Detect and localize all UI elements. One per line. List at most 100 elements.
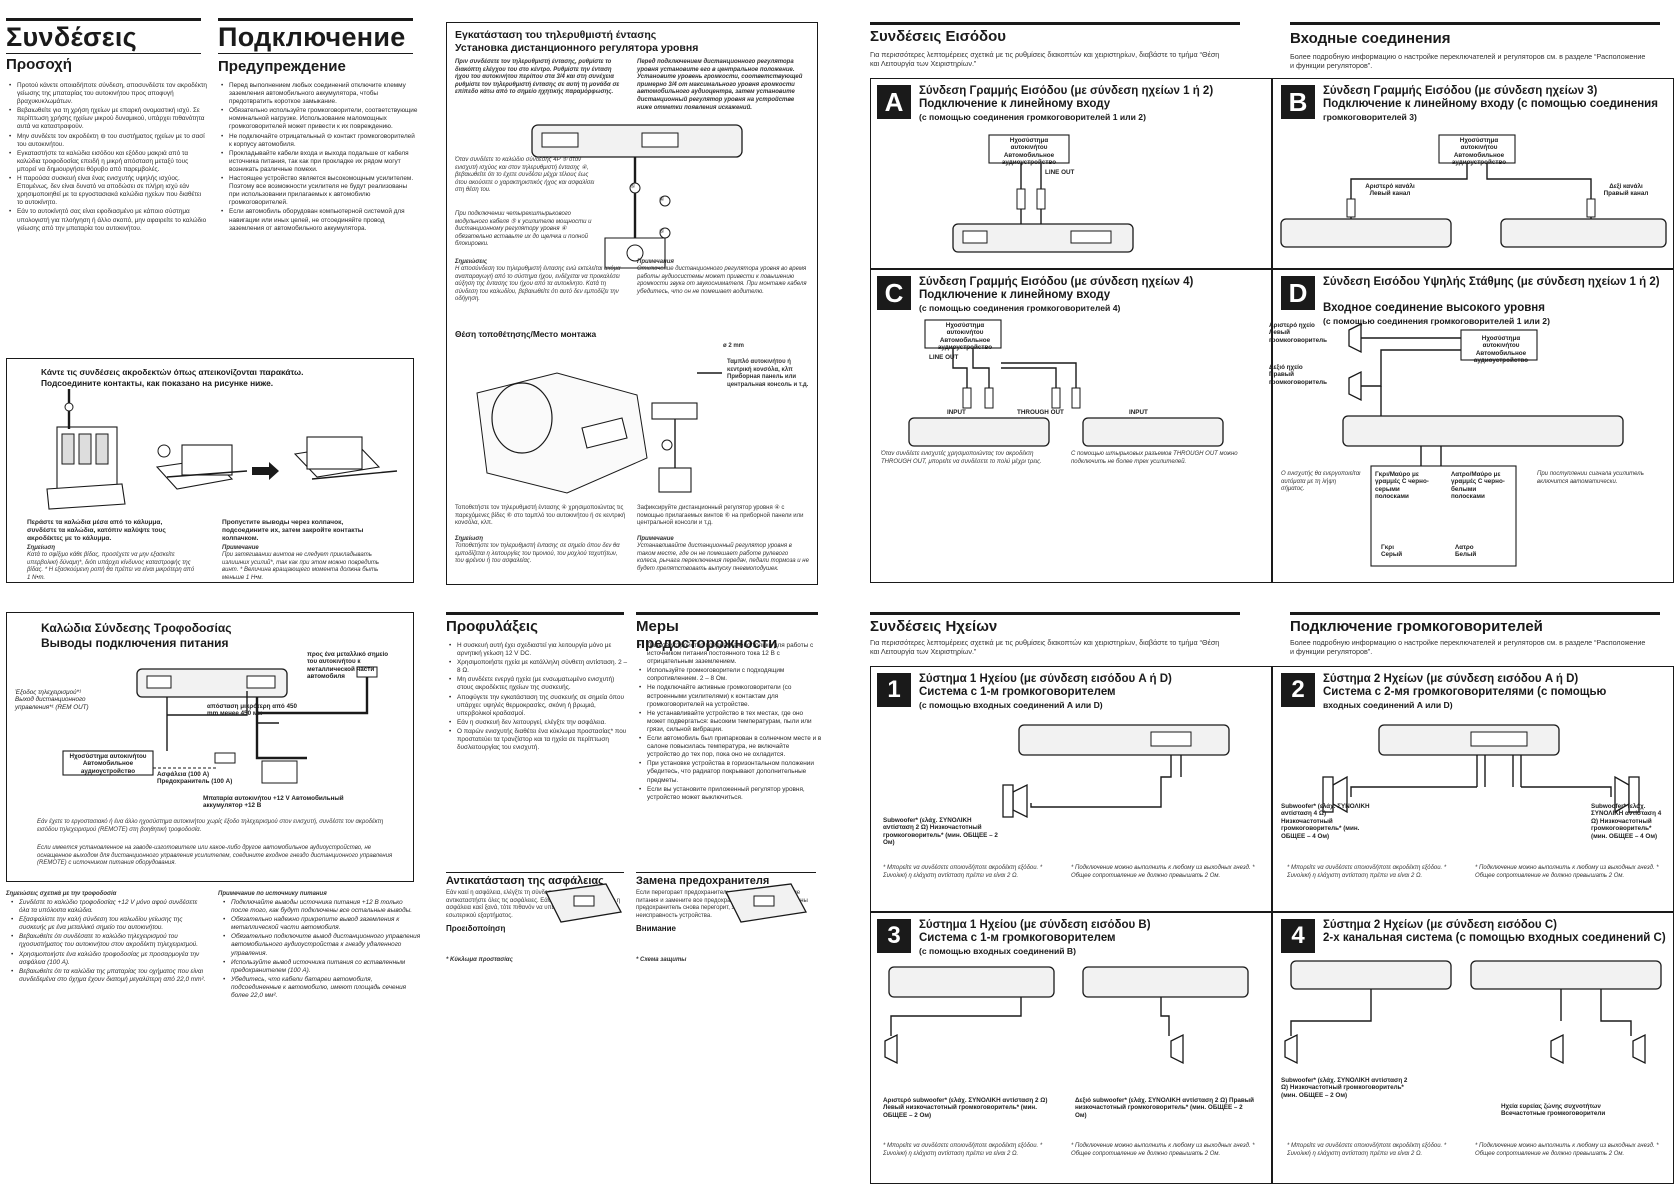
subtitle-rule [218,53,413,54]
headunit-label: Ηχοσύστημα αυτοκινήτου Автомобильное ауд… [937,322,993,352]
power-notes-title-russian: Примечание по источнику питания [218,891,327,897]
panel-c-title-greek: Σύνδεση Γραμμής Εισόδου (με σύνδεση ηχεί… [919,276,1194,288]
power-notes-greek: Συνδέστε το καλώδιο τροφοδοσίας +12 V μό… [10,899,209,985]
panel-c-title-russian: Подключение к линейному входу [919,289,1111,301]
terminal-connection-box: Κάντε τις συνδέσεις ακροδεκτών όπως απει… [6,358,414,583]
annotation-greek: Τοποθετήστε τον τηλερυθμιστή έντασης σε … [455,543,620,565]
panel-d-note-greek: Ο ενισχυτής θα ενεργοποιείται αυτόματα μ… [1281,471,1361,493]
list-item: Ο παρών ενισχυτής διαθέτει ένα κύκλωμα π… [449,728,629,752]
precautions-list-greek: Η συσκευή αυτή έχει σχεδιαστεί για λειτο… [448,642,629,753]
list-item: Не устанавливайте устройство в тех места… [639,710,823,734]
divider-vertical [1271,667,1273,1183]
panel-3-subtitle: (с помощью входных соединений B) [919,946,1076,956]
intro-greek: Πριν συνδέσετε τον τηλερυθμιστή έντασης,… [455,59,620,96]
panel-b-diagram [1280,134,1667,248]
list-item: Μη συνδέετε ενεργά ηχεία (με ενσωματωμέν… [449,676,629,692]
right-speaker-label: Δεξιό ηχείο Правый громкоговоритель [1269,364,1328,386]
mount-location-label: Ταμπλό αυτοκινήτου ή κεντρική κονσόλα, κ… [727,359,809,388]
distance-label: απόσταση μικρότερη από 450 mm менее 450 … [207,703,298,718]
place-russian: Зафиксируйте дистанционный регулятор уро… [637,505,804,527]
panel-3-note-russian: * Подключение можно выполнить к любому и… [1071,1143,1255,1157]
panel-4-note-russian: * Подключение можно выполнить к любому и… [1475,1143,1659,1157]
list-item: Εξασφαλίστε την καλή σύνδεση του καλωδίο… [11,916,209,932]
panel-3-note-greek: * Μπορείτε να συνδέσετε οποιονδήποτε ακρ… [883,1143,1043,1157]
subwoofer-label: Subwoofer* (ελάχ. ΣΥΝΟΛΙΚΗ αντίσταση 4 Ω… [1281,803,1370,840]
list-item: Данное устройство предназначено только д… [639,642,823,666]
headunit-label: Ηχοσύστημα αυτοκινήτου Автомобильное ауд… [1451,137,1507,167]
cable-note-russian: При подключении четырехштырькового модул… [455,211,592,248]
subtitle-rule [636,872,816,873]
page-speaker-connections: Συνδέσεις Ηχείων Подключение громкоговор… [866,612,1678,1187]
panel-2-subtitle: входных соединений A или D) [1323,700,1453,710]
left-speaker-label: Αριστερό ηχείο Левый громкоговоритель [1269,322,1328,344]
panel-d-title-russian: Входное соединение высокого уровня [1323,302,1545,314]
list-item: Συνδέστε το καλώδιο τροφοδοσίας +12 V μό… [11,899,209,915]
panel-letter-b: B [1281,85,1315,119]
list-item: Χρησιμοποιήστε ένα καλώδιο τροφοδοσίας μ… [11,951,209,967]
page-remote-controller: Εγκατάσταση του τηλερυθμιστή έντασης Уст… [446,22,818,585]
fuse-label: Ασφάλεια (100 A) Предохранитель (100 A) [157,771,233,786]
panel-3-title-greek: Σύστημα 1 Ηχείου (με σύνδεση εισόδου B) [919,919,1151,931]
section-title-russian: Входные соединения [1290,30,1451,47]
line-out-label: LINE OUT [929,354,959,361]
panel-4-diagram [1284,960,1662,1065]
footnote-greek: Εάν έχετε το εργοστασιακό ή ένα άλλο ηχο… [37,819,384,833]
notes-title-russian: Примечания [637,259,674,265]
divider-vertical [1271,79,1273,582]
panel-c-diagram [908,319,1224,447]
page-title-russian: Подключение [218,22,406,52]
list-item: Используйте громкоговорители с подходящи… [639,667,823,683]
panel-d-diagram [1342,322,1624,567]
callout-6: ⑥ [630,184,636,190]
panel-1-subtitle: (с помощью входных соединений A или D) [919,700,1103,710]
subtitle-rule [6,53,201,54]
section-title-greek: Συνδέσεις Ηχείων [870,618,998,635]
title-rule [870,612,1240,615]
fuse-title-russian: Замена предохранителя [636,875,770,887]
intro-russian: Более подробную информацию о настройке п… [1290,638,1646,656]
list-item: Не подключайте активные громкоговорители… [639,684,823,708]
list-item: При установке устройства в горизонтально… [639,760,823,784]
panel-letter-c: C [877,276,911,310]
fuse-warning-greek: Προειδοποίηση [446,924,506,933]
list-item: Η παρούσα συσκευή είναι ένας ενισχυτής υ… [9,175,207,207]
fuse-text-russian: Если перегорает предохранитель, проверьт… [636,890,808,919]
section-title-greek: Προφυλάξεις [446,618,538,635]
list-item: Настоящее устройство является высокомощн… [221,175,419,207]
line-out-label: LINE OUT [1045,169,1075,176]
box-heading-russian: Подсоедините контакты, как показано на р… [41,378,274,388]
page-power-connection: Καλώδια Σύνδεσης Τροφοδοσίας Выводы подк… [6,612,414,882]
section-title-greek: Συνδέσεις Εισόδου [870,28,1007,45]
subwoofer-label: Subwoofer* (ελάχ. ΣΥΝΟΛΙΚΗ αντίσταση 2 Ω… [883,817,998,847]
panel-c-subtitle: (с помощью соединения громкоговорителей … [919,303,1121,313]
panel-1-title-russian: Система с 1-м громкоговорителем [919,686,1116,698]
list-item: Используйте вывод источника питания со в… [223,959,421,975]
divider-horizontal [871,268,1673,270]
intro-russian: Более подробную информацию о настройке п… [1290,52,1646,70]
list-item: Μην συνδέετε τον ακροδέκτη ⊖ του συστήμα… [9,133,207,149]
dim-label: ø 2 mm [723,343,745,349]
protection-title-russian: * Схема защиты [636,957,687,963]
box-left-note: Κατά το σφίξιμο κάθε βίδας, προσέχετε να… [27,552,195,581]
headunit-label: Ηχοσύστημα αυτοκινήτου Автомобильное ауд… [69,753,147,775]
annotation-title-greek: Σημείωση [455,536,484,542]
place-greek: Τοποθετήστε τον τηλερυθμιστή έντασης ④ χ… [455,505,626,527]
headunit-label: Ηχοσύστημα αυτοκινήτου Автомобильное ауд… [1001,137,1057,167]
input-label: INPUT [1129,409,1148,416]
panel-number-3: 3 [877,919,911,953]
panel-2-diagram [1322,724,1640,814]
list-item: Перед выполнением любых соединений отклю… [221,82,419,106]
panel-2-title-greek: Σύστημα 2 Ηχείων (με σύνδεση εισόδου A ή… [1323,673,1579,685]
box-left-caption: Περάστε τα καλώδια μέσα από το κάλυμμα, … [27,519,166,543]
full-range-label: Ηχεία ευρείας ζώνης συχνοτήτων Всечастот… [1501,1103,1606,1118]
section-title-russian: Выводы подключения питания [41,636,229,650]
annotation-russian: Устанавливайте дистанционный регулятор у… [637,543,809,572]
white-label: Λατρο Белый [1455,544,1477,559]
panel-2-note-russian: * Подключение можно выполнить к любому и… [1475,865,1659,879]
panel-b-title-greek: Σύνδεση Γραμμής Εισόδου (με σύνδεση ηχεί… [1323,85,1598,97]
section-title-russian: Установка дистанционного регулятора уров… [455,42,699,54]
title-rule [1290,612,1660,615]
remote-wiring-illustration [476,124,743,494]
section-title-russian: Подключение громкоговорителей [1290,618,1543,635]
precautions-list-russian: Данное устройство предназначено только д… [638,642,823,803]
